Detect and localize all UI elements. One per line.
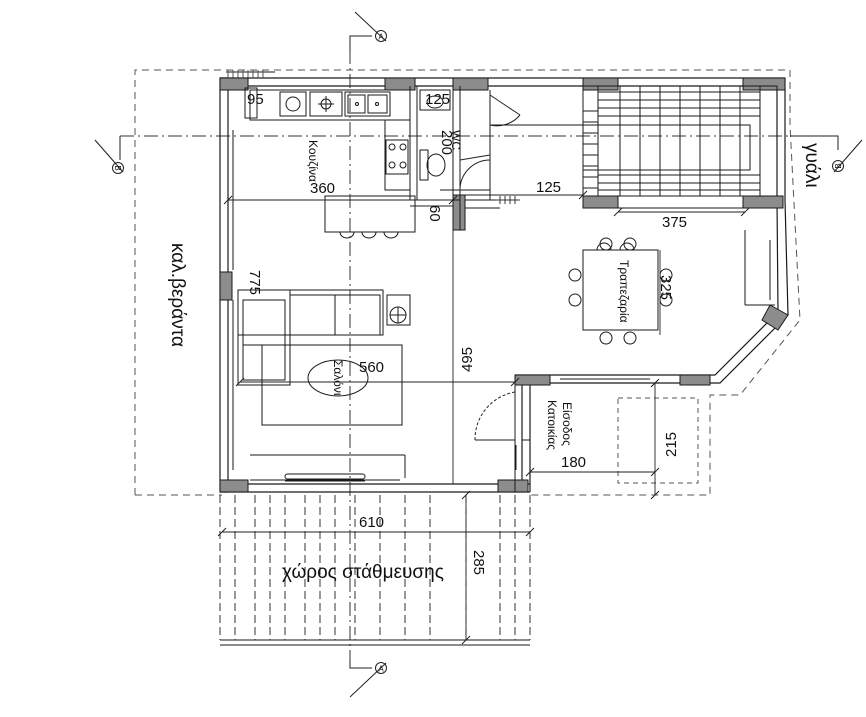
room-entrance-line2: Κατοικίας xyxy=(545,400,559,450)
label-glass: γυάλι xyxy=(801,143,822,188)
kitchen-fixtures xyxy=(228,87,453,239)
doors xyxy=(459,94,521,441)
section-marker-top xyxy=(349,11,387,50)
staircase xyxy=(489,85,778,197)
label-veranda: καλ.βεράντα xyxy=(167,243,188,347)
section-marker-right xyxy=(790,135,863,173)
dim-60: 60 xyxy=(426,205,443,222)
porch-dashed xyxy=(617,397,699,484)
dim-325: 325 xyxy=(657,275,674,300)
room-entrance-line1: Είσοδος xyxy=(560,402,574,446)
dimension-lines xyxy=(222,194,745,640)
dim-495: 495 xyxy=(459,347,476,372)
dim-775: 775 xyxy=(246,270,263,295)
room-dining: Τραπεζαρία xyxy=(617,260,631,323)
dim-560: 560 xyxy=(359,359,384,376)
stair-arrow xyxy=(495,196,520,204)
columns xyxy=(219,77,789,493)
dim-180: 180 xyxy=(561,454,586,471)
dim-125-top: 125 xyxy=(425,91,450,108)
room-kitchen: Κουζίνα xyxy=(306,140,320,182)
dimension-ticks xyxy=(217,190,750,645)
dim-610: 610 xyxy=(359,514,384,531)
window-hatch xyxy=(227,70,264,78)
section-lines xyxy=(120,50,790,660)
dim-215: 215 xyxy=(663,432,680,457)
section-mark-top: A xyxy=(378,33,384,42)
dim-200: 200 xyxy=(438,130,455,155)
living-furniture xyxy=(237,289,411,480)
section-mark-right: B xyxy=(834,163,843,168)
boundary-dashed xyxy=(134,69,801,496)
section-mark-bottom: A xyxy=(378,665,384,674)
room-wc: WC xyxy=(449,130,463,150)
windows xyxy=(226,71,771,482)
parking-edges xyxy=(220,639,530,646)
label-parking: χώρος στάθμευσης xyxy=(282,562,444,583)
section-marker-left xyxy=(94,136,124,174)
section-mark-left: B xyxy=(113,165,122,170)
room-living: Σαλόνι xyxy=(331,360,345,396)
dim-360: 360 xyxy=(310,180,335,197)
section-marker-bottom xyxy=(349,660,387,698)
dim-125-mid: 125 xyxy=(536,179,561,196)
dining-furniture xyxy=(568,230,775,345)
dim-95: 95 xyxy=(247,91,264,108)
dim-285: 285 xyxy=(470,550,487,575)
exterior-walls xyxy=(219,77,789,493)
wc-fixtures xyxy=(419,89,451,181)
dim-375: 375 xyxy=(662,214,687,231)
